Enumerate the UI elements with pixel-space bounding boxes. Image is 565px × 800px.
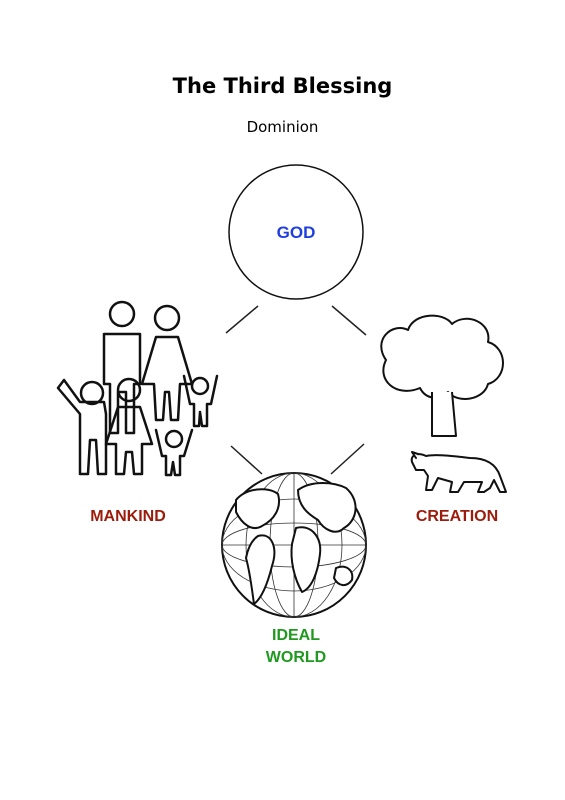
ideal-world-label-line2: WORLD <box>266 649 326 666</box>
creation-label: CREATION <box>416 508 498 525</box>
line-mankind-world <box>230 445 263 475</box>
leopard-icon <box>410 451 507 493</box>
god-label: GOD <box>277 223 316 242</box>
connector-lines <box>225 305 367 475</box>
god-circle <box>228 164 364 300</box>
line-god-mankind <box>225 305 259 334</box>
ideal-world-label-line1: IDEAL <box>272 627 320 644</box>
page-title: The Third Blessing <box>172 74 393 98</box>
page-subtitle: Dominion <box>246 118 319 136</box>
tree-icon <box>380 314 504 437</box>
line-god-creation <box>331 305 367 336</box>
mankind-label: MANKIND <box>90 508 166 525</box>
globe-icon <box>221 472 367 618</box>
family-icon <box>56 300 219 477</box>
line-creation-world <box>330 443 365 475</box>
